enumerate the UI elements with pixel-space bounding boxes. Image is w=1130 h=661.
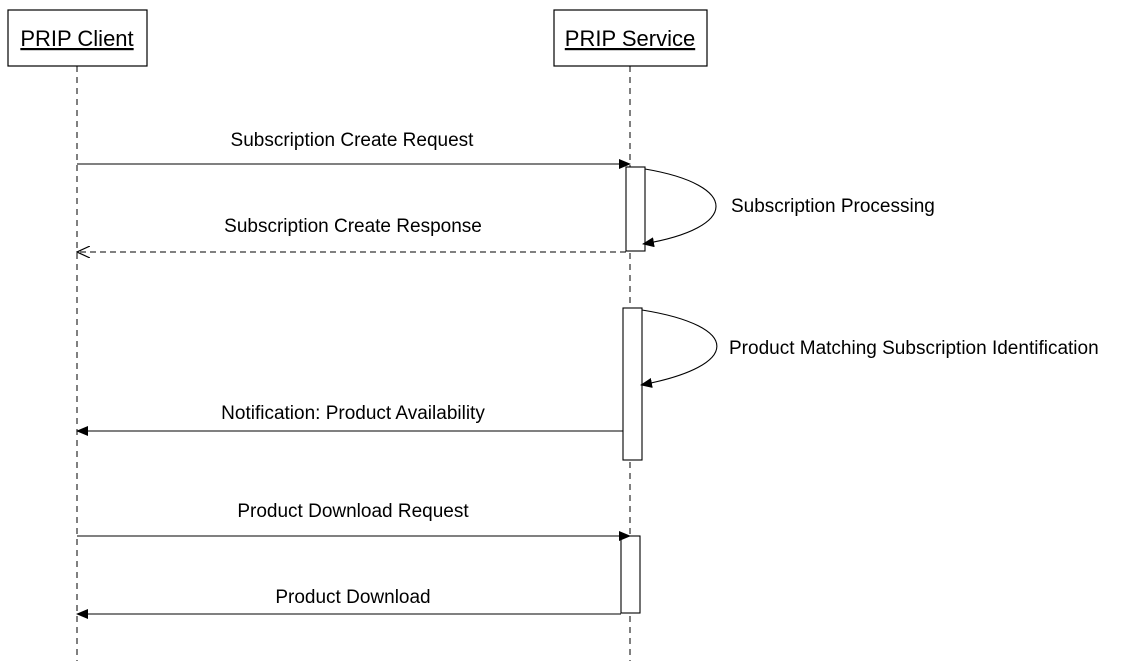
participant-client-label: PRIP Client	[20, 26, 133, 51]
subscription-create-response-label: Subscription Create Response	[224, 216, 482, 237]
activation-box-2	[622, 307, 643, 461]
participant-service-label: PRIP Service	[565, 26, 695, 51]
notification-label: Notification: Product Availability	[221, 403, 485, 424]
participant-client: PRIP Client	[7, 9, 148, 67]
subscription-processing-label: Subscription Processing	[731, 196, 935, 217]
subscription-processing-arrow	[642, 168, 717, 248]
subscription-create-request-label: Subscription Create Request	[231, 130, 475, 151]
product-download-request-label: Product Download Request	[237, 501, 469, 522]
product-download-label: Product Download	[275, 587, 430, 608]
activation-box-1	[625, 166, 646, 252]
product-matching-label: Product Matching Subscription Identifica…	[729, 338, 1099, 359]
product-matching-arrow	[640, 309, 718, 388]
participant-service: PRIP Service	[553, 9, 708, 67]
activation-box-3	[620, 535, 641, 614]
